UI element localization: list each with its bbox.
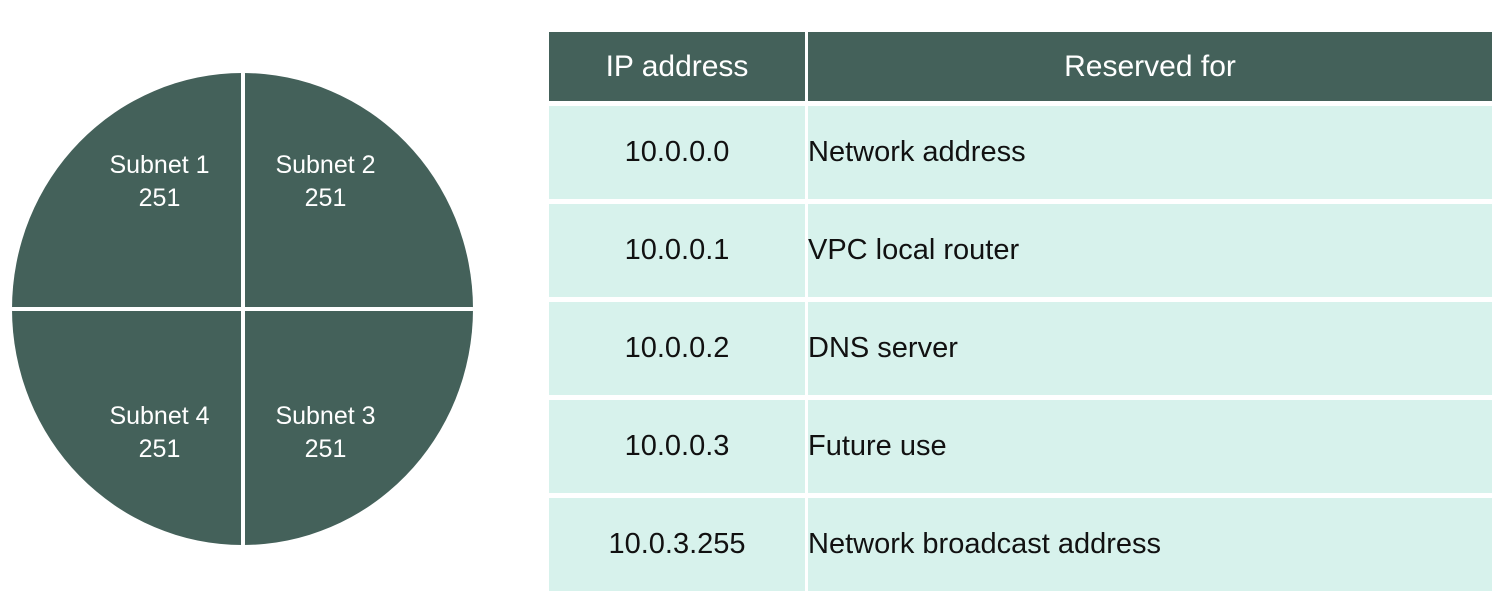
subnet-quadrant-count: 251 — [304, 184, 347, 212]
subnet-circle: Subnet 1 251 Subnet 2 251 Subnet 3 251 S… — [12, 73, 473, 545]
subnet-quadrant-count: 251 — [138, 435, 181, 463]
cell-reserved-for: DNS server — [808, 302, 1492, 395]
cell-ip-address: 10.0.0.0 — [549, 106, 805, 199]
subnet-quadrant-label: Subnet 2 — [275, 151, 376, 179]
subnet-quadrant-top-right: Subnet 2 251 — [243, 73, 474, 309]
table-row: 10.0.3.255 Network broadcast address — [549, 498, 1492, 591]
cell-reserved-for: Network broadcast address — [808, 498, 1492, 591]
column-header-ip-address: IP address — [549, 32, 805, 101]
subnet-quadrant-label: Subnet 4 — [109, 402, 210, 430]
subnet-quadrant-bottom-right: Subnet 3 251 — [243, 309, 474, 545]
subnet-quadrant-top-left: Subnet 1 251 — [12, 73, 243, 309]
cell-reserved-for: Future use — [808, 400, 1492, 493]
subnet-quadrant-label: Subnet 3 — [275, 402, 376, 430]
cell-reserved-for: VPC local router — [808, 204, 1492, 297]
table-row: 10.0.0.1 VPC local router — [549, 204, 1492, 297]
subnet-quadrant-bottom-left: Subnet 4 251 — [12, 309, 243, 545]
subnet-horizontal-divider — [12, 307, 473, 311]
table-header-row: IP address Reserved for — [549, 32, 1492, 101]
subnet-quadrant-label: Subnet 1 — [109, 151, 210, 179]
table-row: 10.0.0.0 Network address — [549, 106, 1492, 199]
subnet-quadrant-count: 251 — [138, 184, 181, 212]
cell-ip-address: 10.0.3.255 — [549, 498, 805, 591]
reserved-ip-table: IP address Reserved for 10.0.0.0 Network… — [546, 27, 1494, 596]
cell-reserved-for: Network address — [808, 106, 1492, 199]
table-row: 10.0.0.3 Future use — [549, 400, 1492, 493]
subnet-quadrant-count: 251 — [304, 435, 347, 463]
cell-ip-address: 10.0.0.2 — [549, 302, 805, 395]
cell-ip-address: 10.0.0.3 — [549, 400, 805, 493]
subnet-quadrant-diagram: Subnet 1 251 Subnet 2 251 Subnet 3 251 S… — [12, 73, 473, 545]
table-row: 10.0.0.2 DNS server — [549, 302, 1492, 395]
cell-ip-address: 10.0.0.1 — [549, 204, 805, 297]
column-header-reserved-for: Reserved for — [808, 32, 1492, 101]
